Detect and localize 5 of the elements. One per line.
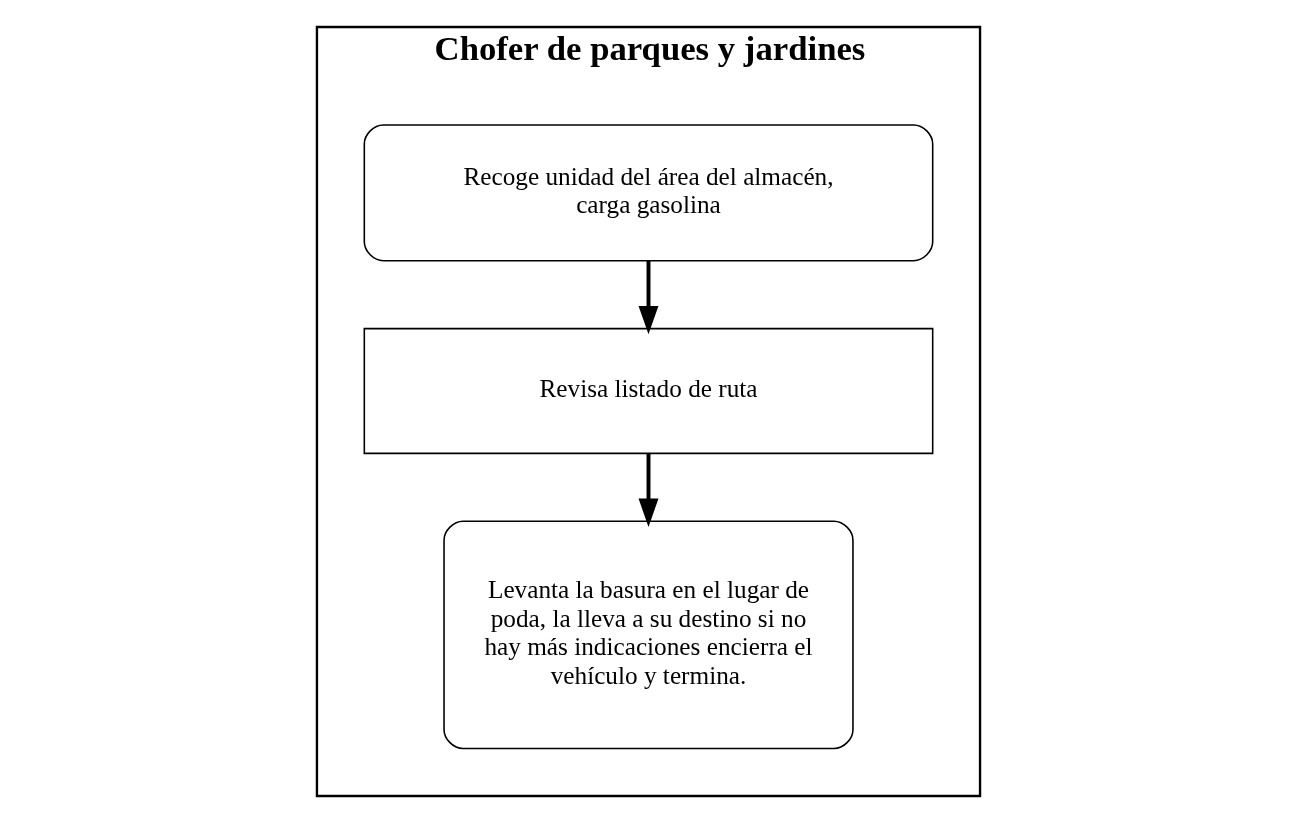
arrow [638, 260, 659, 335]
node-box: Levanta la basura en el lugar de poda, la lleva a su destino si no hay más indicaciones encierra el vehículo y termina. [443, 520, 854, 750]
node-box: Revisa listado de ruta [363, 327, 934, 455]
arrow [638, 453, 659, 527]
node-box: Recoge unidad del área del almacén, carga gasolina [363, 124, 934, 262]
